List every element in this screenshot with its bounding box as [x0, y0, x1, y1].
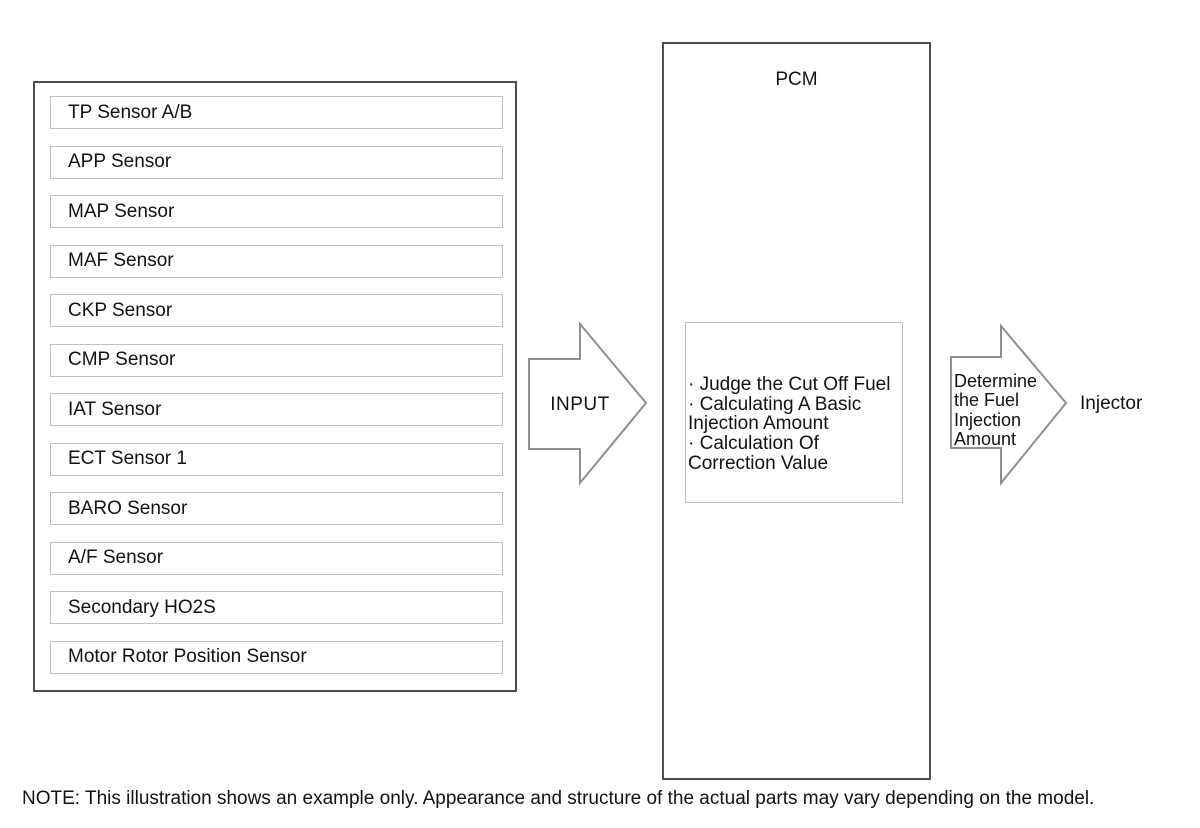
input-arrow-icon	[528, 321, 648, 486]
sensor-box-af: A/F Sensor	[50, 541, 503, 575]
sensor-box-cmp: CMP Sensor	[50, 343, 503, 377]
sensor-label: APP Sensor	[68, 151, 172, 172]
pcm-function-line: Injection Amount	[688, 413, 829, 435]
sensor-label: Motor Rotor Position Sensor	[68, 646, 307, 667]
sensor-box-secondary-ho2s: Secondary HO2S	[50, 591, 503, 624]
pcm-function-line: Correction Value	[688, 452, 829, 474]
sensor-group-box: TP Sensor A/B APP Sensor MAP Sensor MAF …	[33, 81, 517, 692]
sensor-box-app: APP Sensor	[50, 145, 503, 179]
output-arrow-label-line: Amount	[954, 428, 1017, 449]
sensor-box-motor-rotor-position: Motor Rotor Position Sensor	[50, 640, 503, 674]
sensor-label: BARO Sensor	[68, 497, 188, 519]
sensor-label: CMP Sensor	[68, 349, 176, 370]
output-arrow-icon	[950, 323, 1068, 486]
sensor-box-ect: ECT Sensor 1	[50, 442, 503, 476]
output-arrow-label-line: Determine	[954, 371, 1038, 391]
input-arrow-label: INPUT	[550, 394, 610, 415]
sensor-label: MAF Sensor	[68, 250, 174, 271]
pcm-functions-box: · Judge the Cut Off Fuel · Calculating A…	[685, 322, 903, 503]
note-text: NOTE: This illustration shows an example…	[22, 788, 1095, 809]
pcm-function-line: · Calculation Of	[688, 433, 819, 455]
injector-label: Injector	[1080, 393, 1143, 414]
sensor-label: ECT Sensor 1	[68, 448, 187, 469]
sensor-label: TP Sensor A/B	[68, 101, 193, 123]
output-arrow-label-line: Injection	[954, 409, 1022, 430]
pcm-title: PCM	[775, 69, 818, 90]
sensor-label: IAT Sensor	[68, 398, 162, 420]
sensor-label: Secondary HO2S	[68, 596, 216, 618]
sensor-box-map: MAP Sensor	[50, 195, 503, 228]
sensor-label: CKP Sensor	[68, 299, 173, 321]
sensor-label: MAP Sensor	[68, 200, 175, 222]
sensor-box-baro: BARO Sensor	[50, 492, 503, 525]
sensor-box-iat: IAT Sensor	[50, 393, 503, 426]
pcm-function-line: · Judge the Cut Off Fuel	[688, 374, 891, 395]
pcm-function-line: · Calculating A Basic	[688, 393, 862, 415]
sensor-box-ckp: CKP Sensor	[50, 294, 503, 327]
sensor-box-tp: TP Sensor A/B	[50, 96, 503, 129]
pcm-box	[662, 42, 931, 780]
output-arrow-label-line: the Fuel	[954, 390, 1020, 411]
sensor-box-maf: MAF Sensor	[50, 244, 503, 278]
output-arrow-label: Determine the Fuel Injection Amount	[954, 371, 1038, 449]
sensor-label: A/F Sensor	[68, 547, 164, 568]
